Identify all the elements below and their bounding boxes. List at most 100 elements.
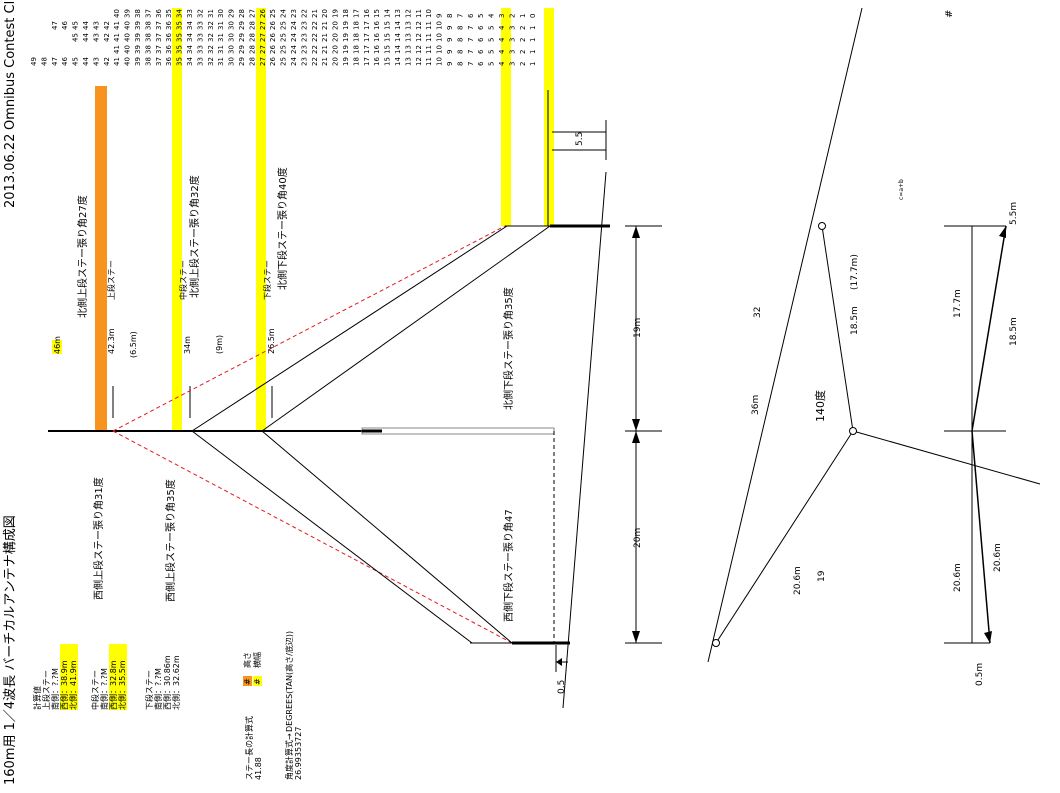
plan-206m: 20.6m bbox=[793, 566, 803, 595]
dim-19m: 19m bbox=[633, 318, 643, 338]
table-cell: 25 bbox=[269, 9, 277, 18]
calc-label: 計算値 bbox=[32, 686, 42, 710]
table-cell: 48 bbox=[40, 57, 48, 66]
table-cell: 30 bbox=[228, 57, 236, 66]
label-upper-stay: 上段ステー bbox=[106, 260, 116, 300]
tri-206m-a: 20.6m bbox=[953, 563, 963, 592]
west-lower-stay-line bbox=[261, 430, 513, 644]
upper-stay-band bbox=[95, 86, 107, 431]
table-cell: 1 bbox=[529, 26, 537, 30]
table-cell: 35 bbox=[176, 21, 184, 30]
table-cell: 36 bbox=[165, 45, 173, 54]
table-cell: 15 bbox=[373, 9, 381, 18]
table-cell: 16 bbox=[373, 57, 381, 66]
stay-formula-value: 41.88 bbox=[254, 757, 263, 780]
table-cell: 2 bbox=[519, 62, 527, 66]
table-cell: 37 bbox=[155, 21, 163, 30]
plan-19: 19 bbox=[817, 570, 827, 582]
table-cell: 28 bbox=[238, 9, 246, 18]
table-cell: 20 bbox=[332, 45, 340, 54]
arrow-mid-up bbox=[632, 419, 640, 431]
table-cell: 33 bbox=[186, 9, 194, 18]
table-cell: 23 bbox=[290, 9, 298, 18]
table-cell: 19 bbox=[342, 21, 350, 30]
table-cell: 7 bbox=[467, 38, 475, 42]
arrow-mid-down bbox=[632, 431, 640, 443]
table-cell: 21 bbox=[321, 57, 329, 66]
table-cell: 25 bbox=[280, 57, 288, 66]
table-cell: 17 bbox=[363, 45, 371, 54]
table-cell: 8 bbox=[456, 26, 464, 30]
calc-upper-title: 上段ステー bbox=[41, 670, 51, 710]
table-cell: 38 bbox=[134, 9, 142, 18]
table-cell: 25 bbox=[280, 33, 288, 42]
table-cell: 24 bbox=[290, 33, 298, 42]
table-cell: 31 bbox=[207, 9, 215, 18]
label-265m: 26.5m bbox=[267, 328, 276, 354]
page-title: 160m用 1／4波長 バーチカルアンテナ構成図 bbox=[3, 515, 18, 785]
table-cell: 22 bbox=[311, 33, 319, 42]
arrow-top bbox=[632, 226, 640, 238]
table-cell: 13 bbox=[404, 45, 412, 54]
table-cell: 5 bbox=[477, 14, 485, 18]
table-cell: 6 bbox=[477, 61, 485, 66]
calc-upper-west: 西側：38.9m bbox=[59, 660, 69, 710]
table-cell: 2 bbox=[519, 50, 527, 54]
table-cell: 34 bbox=[186, 45, 194, 54]
table-cell: 47 bbox=[51, 21, 59, 30]
tri-206m-b: 20.6m bbox=[993, 543, 1003, 572]
middle-stay-band bbox=[172, 8, 182, 431]
legend-height: 高さ bbox=[242, 652, 252, 668]
table-cell: 44 bbox=[82, 33, 90, 42]
table-cell: 6 bbox=[477, 25, 485, 30]
tri-177m: 17.7m bbox=[953, 289, 963, 318]
table-cell: 4 bbox=[498, 37, 506, 42]
table-cell: 29 bbox=[238, 57, 246, 66]
table-cell: 7 bbox=[456, 14, 464, 18]
table-cell: 9 bbox=[446, 62, 454, 66]
table-cell: 3 bbox=[498, 14, 506, 18]
calc-middle-west: 西側：32.8m bbox=[108, 660, 118, 710]
table-cell: 26 bbox=[269, 45, 277, 54]
label-46m: 46m bbox=[53, 336, 62, 354]
table-cell: 27 bbox=[259, 21, 267, 30]
table-cell: 22 bbox=[311, 45, 319, 54]
calc-lower-title: 下段ステー bbox=[144, 670, 154, 710]
table-cell: 32 bbox=[207, 45, 215, 54]
table-cell: 43 bbox=[92, 33, 100, 42]
table-cell: 31 bbox=[217, 57, 225, 66]
table-cell: 33 bbox=[196, 21, 204, 30]
table-cell: 5 bbox=[488, 50, 496, 54]
table-cell: 18 bbox=[352, 33, 360, 42]
plan-185m: 18.5m bbox=[850, 306, 860, 335]
table-cell: 5 bbox=[488, 62, 496, 66]
table-cell: 25 bbox=[280, 45, 288, 54]
plan-hash: # bbox=[944, 10, 955, 18]
table-cell: 28 bbox=[248, 33, 256, 42]
legend-marker-2: # bbox=[253, 678, 262, 685]
plan-west-stay bbox=[715, 430, 854, 644]
table-cell: 19 bbox=[342, 45, 350, 54]
table-cell: 40 bbox=[124, 45, 132, 54]
table-cell: 39 bbox=[124, 9, 132, 18]
table-cell: 14 bbox=[394, 57, 402, 66]
table-cell: 44 bbox=[82, 57, 90, 66]
table-cell: 10 bbox=[436, 45, 444, 54]
table-cell: 36 bbox=[165, 33, 173, 42]
table-cell: 23 bbox=[300, 57, 308, 66]
table-cell: 29 bbox=[238, 45, 246, 54]
table-cell: 16 bbox=[363, 9, 371, 18]
table-cell: 42 bbox=[103, 57, 111, 66]
calc-middle-north: 北側：35.5m bbox=[117, 660, 127, 710]
table-cell: 32 bbox=[207, 33, 215, 42]
north-middle-stay-line bbox=[191, 225, 508, 432]
lower-stay-band bbox=[256, 8, 266, 431]
label-north-middle: 北側上段ステー張り角32度 bbox=[188, 175, 201, 298]
table-cell: 15 bbox=[384, 33, 392, 42]
table-cell: 34 bbox=[186, 57, 194, 66]
table-cell: 22 bbox=[300, 9, 308, 18]
plan-formula: c=a+b bbox=[898, 179, 905, 200]
table-cell: 14 bbox=[394, 45, 402, 54]
table-cell: 16 bbox=[373, 33, 381, 42]
